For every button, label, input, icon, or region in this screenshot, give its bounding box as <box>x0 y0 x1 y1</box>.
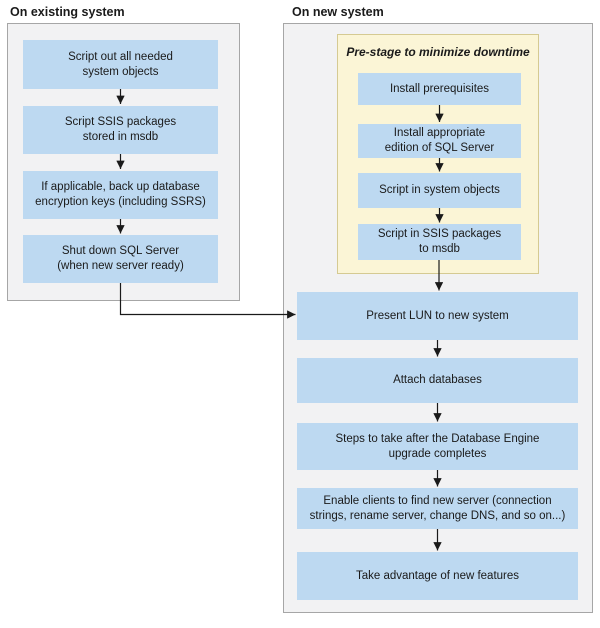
step-script-in-system-objects: Script in system objects <box>358 173 521 208</box>
step-script-ssis-packages: Script SSIS packages stored in msdb <box>23 106 218 154</box>
step-backup-encryption-keys: If applicable, back up database encrypti… <box>23 171 218 219</box>
step-present-lun: Present LUN to new system <box>297 292 578 340</box>
step-after-upgrade-completes: Steps to take after the Database Engine … <box>297 423 578 470</box>
step-take-advantage-new-features: Take advantage of new features <box>297 552 578 600</box>
step-install-prerequisites: Install prerequisites <box>358 73 521 105</box>
existing-system-header: On existing system <box>10 5 125 19</box>
step-script-out-system-objects: Script out all needed system objects <box>23 40 218 89</box>
prestage-title: Pre-stage to minimize downtime <box>346 45 530 59</box>
step-enable-clients: Enable clients to find new server (conne… <box>297 488 578 529</box>
step-attach-databases: Attach databases <box>297 358 578 403</box>
step-shut-down-sql-server: Shut down SQL Server (when new server re… <box>23 235 218 283</box>
step-install-sql-server-edition: Install appropriate edition of SQL Serve… <box>358 124 521 158</box>
new-system-header: On new system <box>292 5 384 19</box>
step-script-in-ssis-packages: Script in SSIS packages to msdb <box>358 224 521 260</box>
